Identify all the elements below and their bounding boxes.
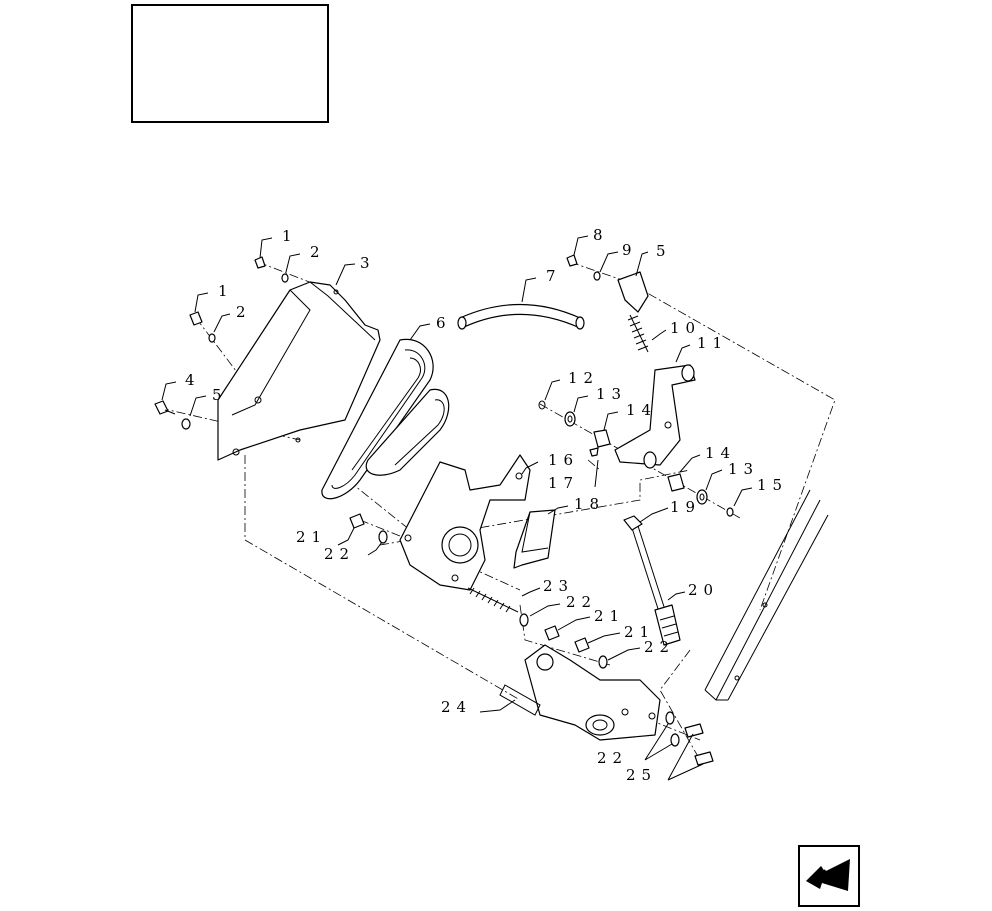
callout-9: 9: [622, 241, 638, 259]
title-block: [131, 4, 329, 123]
callout-15: 15: [757, 476, 788, 494]
callout-labels: 1 2 3 1 2 4 5 6 7 8 9 5 10 11 12 13 14 1…: [185, 226, 788, 784]
callout-14: 14: [705, 444, 736, 462]
callout-21: 21: [624, 623, 655, 641]
callout-11: 11: [697, 334, 728, 352]
fasteners: [154, 254, 734, 766]
callout-8: 8: [593, 226, 609, 244]
previous-page-button[interactable]: [798, 845, 860, 907]
tension-rod: [631, 525, 681, 646]
callout-5: 5: [656, 242, 672, 260]
callout-22: 22: [644, 638, 675, 656]
callout-1: 1: [218, 282, 234, 300]
callout-2: 2: [236, 303, 252, 321]
callout-14: 14: [626, 401, 657, 419]
callout-3: 3: [360, 254, 376, 272]
callout-24: 24: [441, 698, 472, 716]
callout-21: 21: [594, 607, 625, 625]
drive-belt: [321, 338, 450, 500]
actuator-motor: [499, 644, 661, 741]
callout-22: 22: [597, 749, 628, 767]
callout-25: 25: [626, 766, 657, 784]
callout-13: 13: [728, 460, 759, 478]
callout-18: 18: [574, 495, 605, 513]
callout-23: 23: [543, 577, 574, 595]
tensioner-arm: [614, 271, 696, 469]
callout-16: 16: [548, 451, 579, 469]
callout-12: 12: [568, 369, 599, 387]
callout-20: 20: [688, 581, 719, 599]
callout-4: 4: [185, 371, 201, 389]
callout-13: 13: [596, 385, 627, 403]
threaded-rod: [467, 587, 519, 613]
callout-6: 6: [436, 314, 452, 332]
mounting-plate: [399, 454, 531, 591]
callout-1: 1: [282, 227, 298, 245]
small-bracket: [513, 509, 556, 569]
callout-5: 5: [212, 386, 228, 404]
guard-plate: [217, 281, 381, 461]
leader-lines: [161, 235, 753, 781]
callout-22: 22: [566, 593, 597, 611]
hose: [457, 303, 585, 330]
guide-rails: [704, 489, 829, 701]
callout-22: 22: [324, 545, 355, 563]
callout-7: 7: [546, 267, 562, 285]
callout-21: 21: [296, 528, 327, 546]
callout-17: 17: [548, 474, 579, 492]
callout-10: 10: [670, 319, 701, 337]
callout-19: 19: [670, 498, 701, 516]
callout-2: 2: [310, 243, 326, 261]
arrow-back-icon: [805, 856, 850, 891]
